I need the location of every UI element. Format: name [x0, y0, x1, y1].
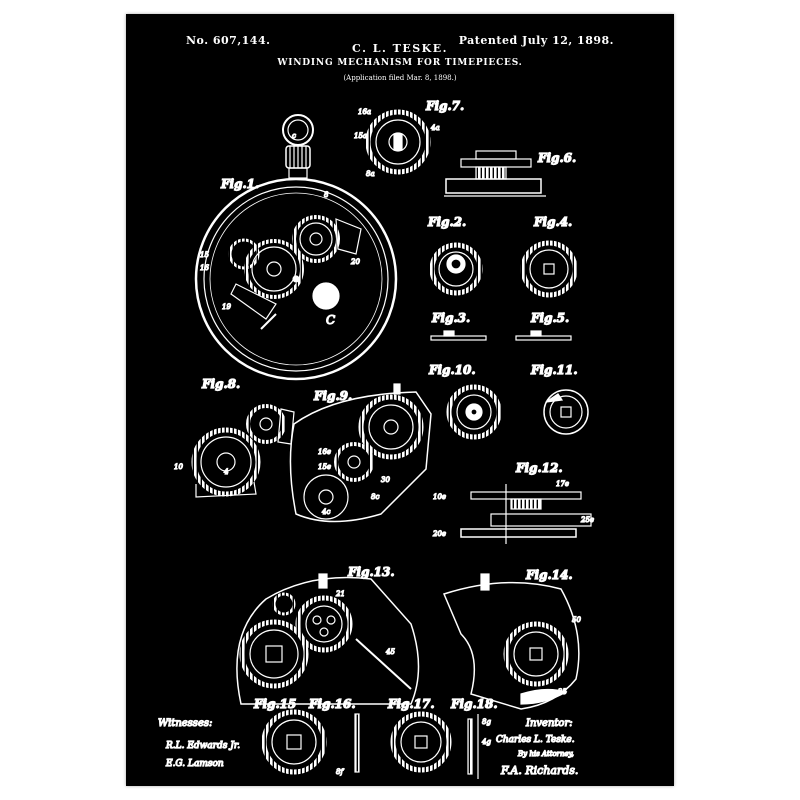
figure-8-label: Fig.8.: [201, 377, 240, 391]
ref-8c: 8c: [371, 493, 379, 501]
ref-50: 50: [572, 616, 581, 624]
ref-8: 8: [324, 191, 329, 199]
figure-5-bar: [515, 330, 572, 341]
patent-poster: No. 607,144. Patented July 12, 1898. C. …: [126, 14, 674, 786]
figure-3-bar: [430, 330, 487, 341]
ref-8f: 8f: [336, 768, 344, 776]
witnesses-label: Witnesses:: [158, 718, 212, 729]
figure-9-plate: [289, 383, 432, 523]
figure-4-label: Fig.4.: [533, 215, 572, 229]
figure-7-gear: [365, 109, 431, 175]
figure-13-label: Fig.13.: [347, 565, 395, 579]
ref-4g: 4g: [481, 738, 491, 746]
patent-number: No. 607,144.: [186, 34, 271, 47]
attorney-label: By his Attorney,: [517, 750, 574, 758]
ref-16: 16: [200, 264, 209, 272]
figure-2-label: Fig.2.: [427, 215, 466, 229]
figure-10-label: Fig.10.: [428, 363, 476, 377]
attorney-signature: F.A. Richards.: [500, 764, 578, 777]
ref-30: 30: [381, 476, 390, 484]
figure-6-section: [444, 150, 546, 197]
application-date: (Application filed Mar. 8, 1898.): [343, 74, 457, 82]
figure-3-label: Fig.3.: [431, 311, 470, 325]
figure-8-gears: [191, 404, 295, 498]
figure-15-gear: [261, 709, 327, 775]
figure-6-label: Fig.6.: [537, 151, 576, 165]
patent-drawing: Fig.1. c 8 15 16 20 19 C Fig.7. 16a 15a …: [157, 98, 595, 779]
ref-45: 45: [385, 648, 395, 656]
figure-11-label: Fig.11.: [530, 363, 578, 377]
ref-25: 25: [557, 688, 567, 696]
figure-4-gear: [520, 240, 578, 298]
ref-c-big: C: [326, 313, 335, 327]
ref-16e: 16e: [318, 448, 331, 456]
inventor-label: Inventor:: [525, 718, 573, 729]
figure-17-gear: [390, 711, 452, 773]
ref-8g: 8g: [482, 718, 491, 726]
ref-19: 19: [222, 303, 231, 311]
figure-12-label: Fig.12.: [515, 461, 563, 475]
figure-2-gear: [429, 242, 483, 296]
figure-10-gear: [446, 384, 502, 440]
inventor-heading: C. L. TESKE.: [352, 42, 448, 55]
ref-10e: 10e: [433, 493, 446, 501]
figure-16-label: Fig.16.: [308, 697, 356, 711]
figure-15-label: Fig.15: [253, 697, 296, 711]
figure-16-bar: [354, 713, 360, 773]
figure-14-plate: [442, 573, 580, 710]
figure-13-plate: [236, 573, 420, 705]
patent-title: WINDING MECHANISM FOR TIMEPIECES.: [277, 58, 523, 68]
figure-12-section: [460, 484, 592, 544]
witness-1-signature: R.L. Edwards Jr.: [165, 741, 240, 751]
ref-20e: 20e: [432, 530, 446, 538]
figure-11-gear: [543, 389, 589, 435]
ref-21: 21: [335, 590, 345, 598]
figure-1-label: Fig.1.: [220, 177, 259, 191]
inventor-signature: Charles L. Teske.: [496, 735, 575, 745]
figure-14-label: Fig.14.: [525, 568, 573, 582]
figure-18-bar: [467, 714, 479, 779]
ref-10: 10: [174, 463, 183, 471]
ref-17e: 17e: [556, 480, 569, 488]
witness-2-signature: E.G. Lamson: [165, 759, 224, 769]
figure-1-pocket-watch: [194, 114, 398, 381]
ref-4c: 4c: [321, 508, 330, 516]
ref-16a: 16a: [358, 108, 371, 116]
patent-date: Patented July 12, 1898.: [458, 34, 614, 47]
figure-7-label: Fig.7.: [425, 99, 464, 113]
ref-15: 15: [200, 251, 209, 259]
figure-17-label: Fig.17.: [387, 697, 435, 711]
figure-18-label: Fig.18.: [450, 697, 498, 711]
ref-c-top: c: [292, 132, 296, 140]
ref-8a: 8a: [366, 170, 375, 178]
ref-15e: 15e: [318, 463, 331, 471]
figure-9-label: Fig.9.: [313, 389, 352, 403]
ref-4: 4: [223, 468, 228, 476]
ref-15a: 15a: [354, 132, 367, 140]
figure-5-label: Fig.5.: [530, 311, 569, 325]
ref-4a: 4a: [430, 124, 440, 132]
ref-25e: 25e: [580, 516, 594, 524]
ref-20: 20: [350, 258, 360, 266]
